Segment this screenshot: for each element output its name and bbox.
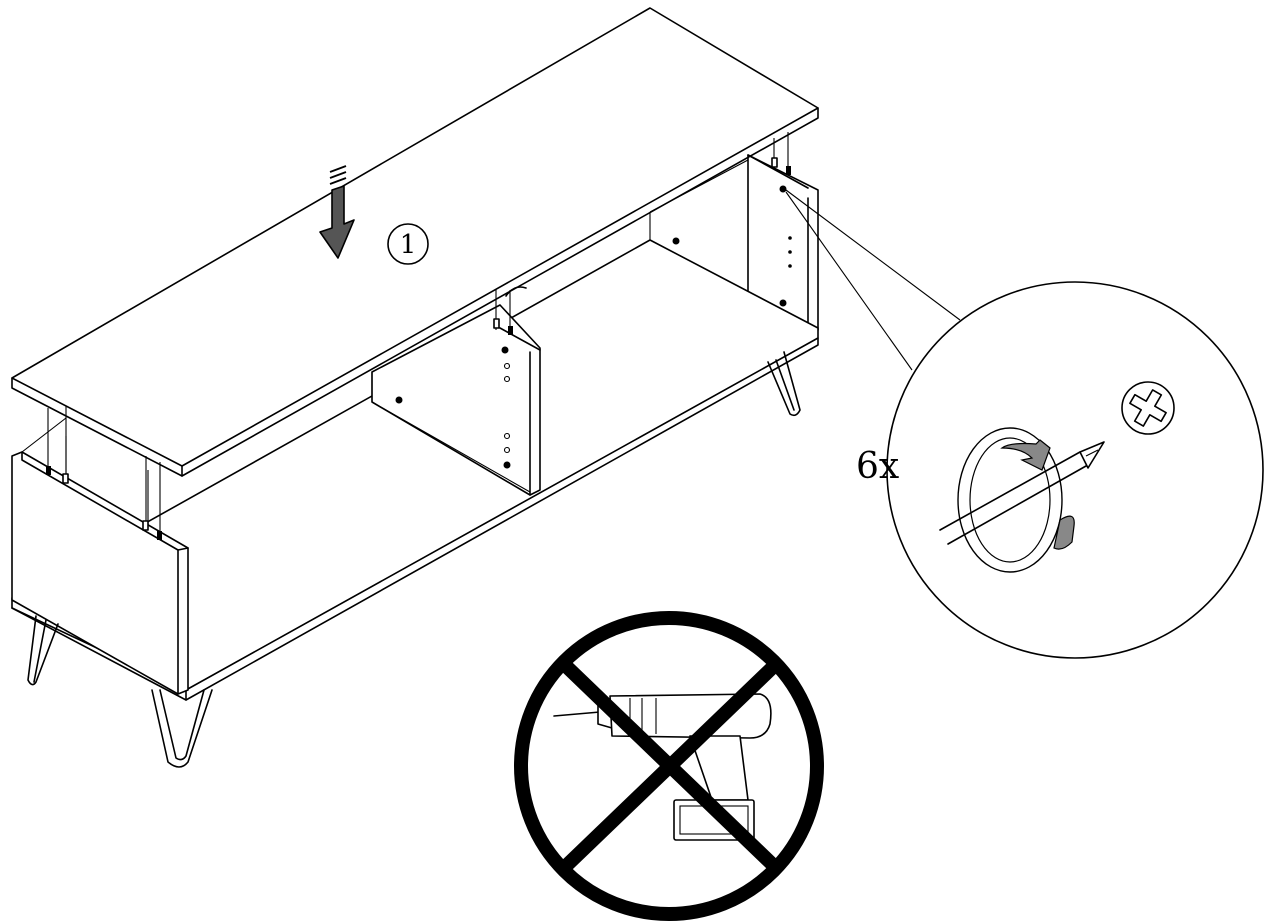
no-power-drill-icon: [514, 611, 824, 921]
down-arrow-icon: [319, 165, 355, 259]
right-side-holes: [672, 185, 792, 307]
dowel-guides: [21, 132, 791, 540]
top-board: [11, 7, 819, 477]
divider-holes: [395, 346, 511, 469]
quantity-label: 6x: [856, 446, 899, 487]
rotation-arrow-icon: [957, 427, 1075, 573]
zoom-leader-lines: [785, 189, 961, 371]
phillips-head-icon: [1121, 381, 1175, 435]
step-number: 1: [400, 230, 417, 260]
hairpin-legs: [27, 351, 801, 768]
tv-stand-cabinet: [11, 132, 819, 768]
screwdriver-icon: [939, 441, 1105, 545]
step-number-badge: 1: [387, 223, 429, 265]
screw-detail-callout: [886, 281, 1264, 659]
